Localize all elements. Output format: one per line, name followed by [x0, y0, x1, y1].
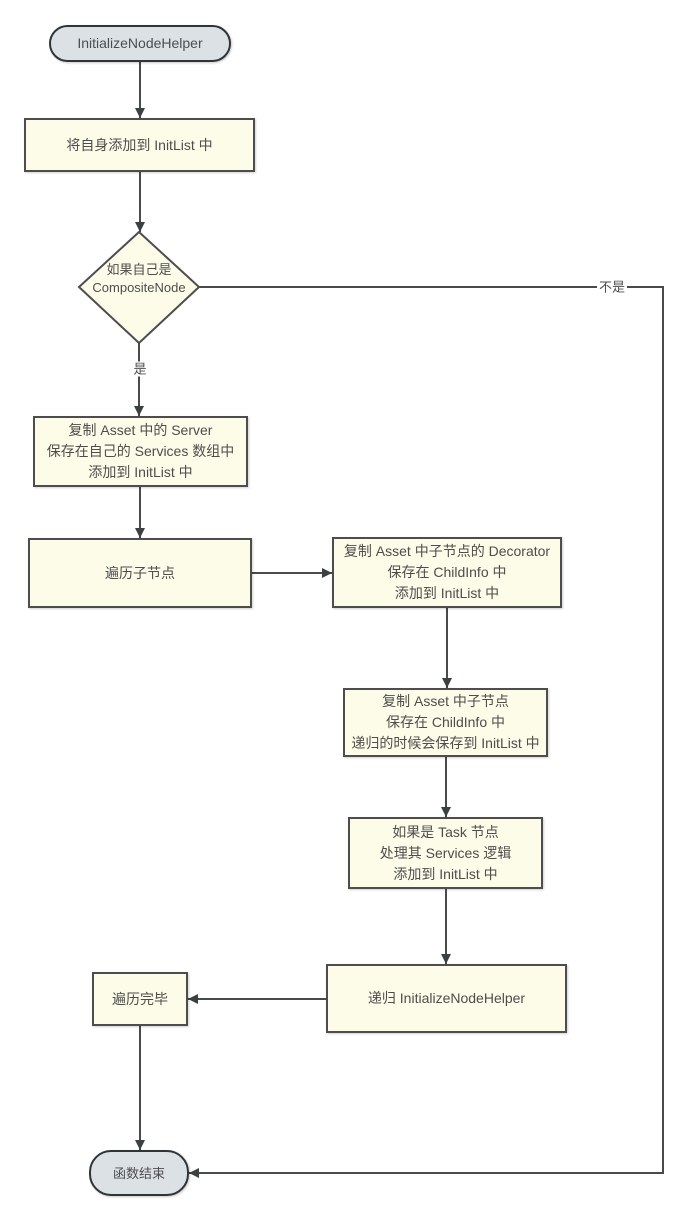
process-iterate-done: 遍历完毕 — [92, 972, 188, 1026]
copy-decorator-line-2: 保存在 ChildInfo 中 — [387, 564, 507, 580]
decision-line-2: CompositeNode — [92, 280, 186, 295]
edge-label-no: 不是 — [596, 279, 628, 295]
task-services-line-3: 添加到 InitList 中 — [393, 865, 498, 882]
end-label: 函数结束 — [112, 1165, 165, 1181]
start-terminator: InitializeNodeHelper — [49, 25, 231, 62]
decision-line-1: 如果自己是 — [106, 262, 172, 277]
copy-child-line-2: 保存在 ChildInfo 中 — [385, 714, 506, 730]
process-copy-child: 复制 Asset 中子节点 保存在 ChildInfo 中 递归的时候会保存到 … — [343, 688, 548, 757]
edge-label-yes: 是 — [131, 361, 149, 377]
copy-child-line-3: 递归的时候会保存到 InitList 中 — [351, 735, 540, 751]
end-terminator: 函数结束 — [89, 1150, 189, 1196]
recurse-label: 递归 InitializeNodeHelper — [367, 990, 526, 1006]
iterate-children-label: 遍历子节点 — [105, 564, 175, 581]
copy-server-line-1: 复制 Asset 中的 Server — [68, 422, 213, 438]
task-services-line-2: 处理其 Services 逻辑 — [379, 844, 512, 861]
edge-decision-no-to-end — [189, 286, 664, 1178]
copy-server-line-2: 保存在自己的 Services 数组中 — [46, 443, 235, 459]
start-label: InitializeNodeHelper — [77, 35, 203, 51]
process-add-self: 将自身添加到 InitList 中 — [24, 118, 255, 172]
copy-server-line-3: 添加到 InitList 中 — [88, 464, 193, 480]
copy-decorator-line-1: 复制 Asset 中子节点的 Decorator — [343, 543, 551, 559]
process-iterate-children: 遍历子节点 — [28, 538, 252, 608]
process-copy-server: 复制 Asset 中的 Server 保存在自己的 Services 数组中 添… — [33, 416, 248, 487]
process-task-services: 如果是 Task 节点 处理其 Services 逻辑 添加到 InitList… — [348, 817, 543, 889]
iterate-done-label: 遍历完毕 — [112, 990, 168, 1007]
process-add-self-label: 将自身添加到 InitList 中 — [66, 136, 213, 153]
process-recurse: 递归 InitializeNodeHelper — [326, 964, 567, 1033]
copy-child-line-1: 复制 Asset 中子节点 — [382, 693, 509, 709]
process-copy-decorator: 复制 Asset 中子节点的 Decorator 保存在 ChildInfo 中… — [332, 537, 562, 608]
task-services-line-1: 如果是 Task 节点 — [392, 823, 499, 840]
decision-is-composite-node: 如果自己是 CompositeNode — [92, 261, 186, 297]
copy-decorator-line-3: 添加到 InitList 中 — [394, 585, 500, 601]
